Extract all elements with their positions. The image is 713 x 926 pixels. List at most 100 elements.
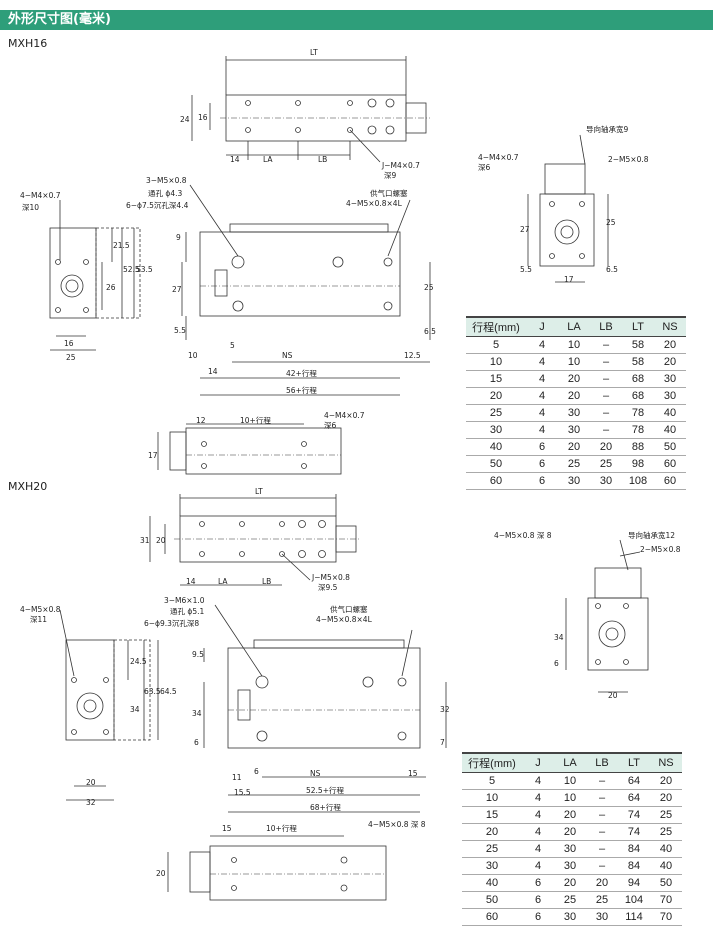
table-cell: 50 [462, 891, 522, 909]
dim-21-5: 21.5 [113, 241, 130, 250]
table-cell: 4 [522, 840, 554, 858]
table-cell: 50 [466, 455, 526, 473]
table-cell: 70 [650, 908, 682, 926]
dim-26: 26 [106, 283, 116, 292]
dim20-14: 14 [186, 577, 196, 586]
dim-24: 24 [180, 115, 190, 124]
table-cell: 40 [654, 421, 686, 439]
column-header: LT [622, 316, 654, 337]
m5r20-label: 2−M5×0.8 [640, 545, 681, 554]
dim20-63-5: 63.5 [144, 687, 161, 696]
mxh16-top-view [191, 56, 430, 163]
dim-27: 27 [172, 285, 182, 294]
table-cell: 74 [618, 823, 650, 841]
dim20-32r: 32 [440, 705, 450, 714]
jm-label: J−M4×0.7 [381, 161, 420, 170]
table-cell: 4 [526, 336, 558, 354]
dim20-34: 34 [192, 709, 202, 718]
dim-53-5: 53.5 [136, 265, 153, 274]
column-header: LT [618, 752, 650, 773]
table-cell: 10 [466, 353, 526, 371]
table-cell: 4 [522, 772, 554, 790]
table-cell: 25 [558, 455, 590, 473]
table-cell: 20 [558, 438, 590, 456]
table-cell: 108 [622, 472, 654, 490]
table-cell: 58 [622, 336, 654, 354]
table-cell: 30 [654, 387, 686, 405]
dim-r5-5: 5.5 [520, 265, 532, 274]
table-cell: 20 [558, 370, 590, 388]
table-cell: 20 [554, 874, 586, 892]
column-header: LA [554, 752, 586, 773]
table-cell: 4 [522, 789, 554, 807]
dim20-32: 32 [86, 798, 96, 807]
dim20-9-5: 9.5 [192, 650, 204, 659]
column-header: J [526, 316, 558, 337]
dim20-34b: 34 [130, 705, 140, 714]
stroke-42: 42+行程 [286, 368, 317, 378]
dim20-7: 7 [440, 738, 445, 747]
table-cell: 40 [462, 874, 522, 892]
table-cell: 10 [462, 789, 522, 807]
dim-b10: 10+行程 [240, 415, 271, 425]
table-cell: – [590, 336, 622, 354]
dim20-r34: 34 [554, 633, 564, 642]
section-header: 外形尺寸图(毫米) [0, 10, 713, 30]
dim20-20b: 20 [86, 778, 96, 787]
dim-5: 5 [230, 341, 235, 350]
m5-label: 3−M5×0.8 [146, 176, 187, 185]
table-cell: 60 [466, 472, 526, 490]
table-cell: 4 [522, 823, 554, 841]
table-cell: 20 [554, 806, 586, 824]
table-cell: 15 [466, 370, 526, 388]
table-cell: 68 [622, 370, 654, 388]
table-cell: 20 [650, 772, 682, 790]
table-cell: 6 [522, 891, 554, 909]
dim-14b: 14 [208, 367, 218, 376]
table-cell: 50 [650, 874, 682, 892]
counterbore20-label: 6−ϕ9.3沉孔深8 [144, 619, 199, 628]
dim20-31: 31 [140, 536, 150, 545]
table-cell: 60 [462, 908, 522, 926]
table-cell: 84 [618, 857, 650, 875]
dim-16b: 16 [64, 339, 74, 348]
dim-5-5: 5.5 [174, 326, 186, 335]
dim-14: 14 [230, 155, 240, 164]
dim-r6-5: 6.5 [606, 265, 618, 274]
dim20-ns: NS [310, 769, 321, 778]
table-cell: 68 [622, 387, 654, 405]
stroke-56: 56+行程 [286, 385, 317, 395]
table-cell: 25 [554, 891, 586, 909]
table-cell: 30 [554, 840, 586, 858]
table-cell: 30 [462, 857, 522, 875]
table-cell: 74 [618, 806, 650, 824]
dim-b17: 17 [148, 451, 158, 460]
table-cell: 30 [586, 908, 618, 926]
table-cell: 30 [554, 857, 586, 875]
table-cell: 84 [618, 840, 650, 858]
table-cell: 15 [462, 806, 522, 824]
m5-right-label: 2−M5×0.8 [608, 155, 649, 164]
tm5-label: 4−M5×0.8 深 8 [494, 531, 552, 540]
bdeep6-label: 深6 [324, 421, 336, 430]
mxh16-side-view [181, 184, 431, 396]
dimension-labels-mxh20: LT LA LB 31 20 14 J−M5×0.8 深9.5 3−M6×1.0… [20, 487, 681, 878]
table-cell: 98 [622, 455, 654, 473]
column-header: J [522, 752, 554, 773]
air-plug20-spec: 4−M5×0.8×4L [316, 615, 373, 624]
column-header: NS [654, 316, 686, 337]
mxh16-bottom-view [157, 423, 342, 475]
dim-6-5: 6.5 [424, 327, 436, 336]
table-cell: 104 [618, 891, 650, 909]
air-plug-spec: 4−M5×0.8×4L [346, 199, 403, 208]
table-cell: 6 [522, 874, 554, 892]
mxh16-right-view [527, 134, 609, 283]
dim20-15-5: 15.5 [234, 788, 251, 797]
dim20-lb: LB [262, 577, 271, 586]
